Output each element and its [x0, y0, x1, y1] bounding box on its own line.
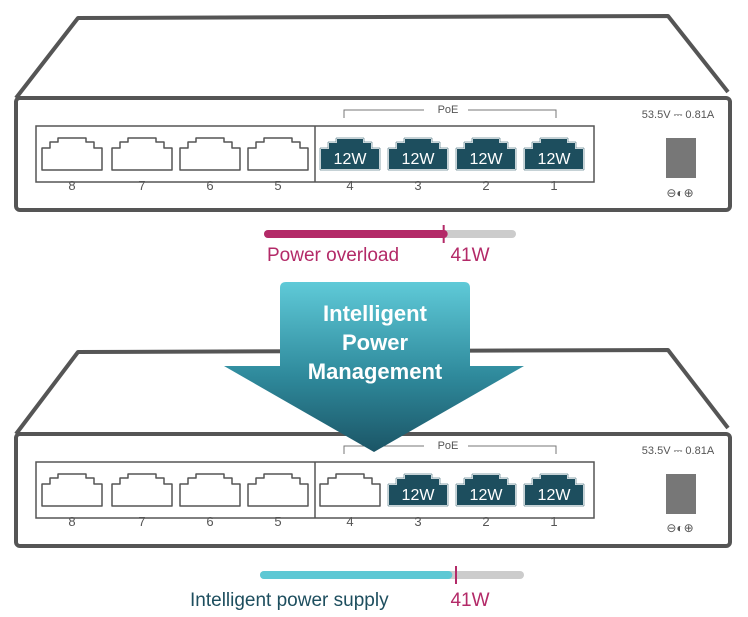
rj45-port-icon	[41, 473, 103, 507]
bottom-ports: 8 7 6 5 4 12W 3 12W 2 12W 1	[41, 473, 585, 529]
rj45-port-icon	[41, 137, 103, 171]
port-power-badge: 12W	[402, 151, 436, 168]
bottom-bar-limit-label: 41W	[450, 590, 489, 611]
port-frame	[387, 137, 449, 171]
rj45-port-8: 8	[41, 473, 103, 529]
rj45-port-3: 12W 3	[387, 137, 449, 193]
port-power-badge: 12W	[470, 487, 504, 504]
port-frame	[523, 137, 585, 171]
rj45-port-icon	[319, 473, 381, 507]
top-bar-label: Power overload	[267, 245, 399, 266]
top-dc-polarity-icon: ⊖◐⊕	[666, 186, 693, 200]
port-number: 1	[550, 514, 557, 529]
arrow-title-line-1: Intelligent	[323, 301, 428, 326]
rj45-port-1: 12W 1	[523, 137, 585, 193]
bottom-power-jack-icon	[666, 474, 696, 514]
port-frame	[455, 473, 517, 507]
port-number: 4	[346, 178, 353, 193]
rj45-port-icon	[111, 473, 173, 507]
rj45-port-icon	[247, 137, 309, 171]
port-number: 3	[414, 514, 421, 529]
rj45-port-2: 12W 2	[455, 137, 517, 193]
port-number: 5	[274, 178, 281, 193]
port-power-badge: 12W	[470, 151, 504, 168]
rj45-port-7: 7	[111, 473, 173, 529]
bottom-poe-label: PoE	[438, 440, 459, 452]
intelligent-power-arrow	[224, 282, 524, 452]
bottom-poe-bracket	[343, 445, 557, 454]
rj45-port-5: 5	[247, 137, 309, 193]
port-number: 7	[138, 178, 145, 193]
top-power-spec: 53.5V ⎓ 0.81A	[642, 109, 715, 121]
down-arrow-icon: Intelligent Power Management	[224, 282, 524, 452]
port-number: 7	[138, 514, 145, 529]
port-power-badge: 12W	[538, 151, 572, 168]
port-power-badge: 12W	[334, 151, 368, 168]
top-poe-bracket	[343, 109, 557, 118]
rj45-port-icon	[179, 473, 241, 507]
rj45-port-3: 12W 3	[387, 473, 449, 529]
bottom-bar-label: Intelligent power supply	[190, 590, 389, 611]
rj45-port-icon	[247, 473, 309, 507]
port-number: 6	[206, 514, 213, 529]
rj45-port-5: 5	[247, 473, 309, 529]
top-power-jack-icon	[666, 138, 696, 178]
rj45-port-2: 12W 2	[455, 473, 517, 529]
top-ports: 8 7 6 5 12W 4 12W 3 12W 2 12W 1	[41, 137, 585, 193]
port-number: 4	[346, 514, 353, 529]
port-power-badge: 12W	[538, 487, 572, 504]
rj45-port-1: 12W 1	[523, 473, 585, 529]
port-number: 8	[68, 178, 75, 193]
arrow-title-line-3: Management	[308, 359, 443, 384]
rj45-port-6: 6	[179, 137, 241, 193]
rj45-port-icon	[179, 137, 241, 171]
rj45-port-6: 6	[179, 473, 241, 529]
port-number: 5	[274, 514, 281, 529]
rj45-port-4: 12W 4	[319, 137, 381, 193]
port-number: 3	[414, 178, 421, 193]
rj45-port-4: 4	[319, 473, 381, 529]
top-bar-limit-label: 41W	[450, 245, 489, 266]
port-number: 2	[482, 178, 489, 193]
port-number: 1	[550, 178, 557, 193]
port-frame	[523, 473, 585, 507]
port-power-badge: 12W	[402, 487, 436, 504]
rj45-port-7: 7	[111, 137, 173, 193]
port-number: 2	[482, 514, 489, 529]
port-frame	[387, 473, 449, 507]
port-frame	[319, 137, 381, 171]
rj45-port-icon	[111, 137, 173, 171]
port-frame	[455, 137, 517, 171]
port-number: 6	[206, 178, 213, 193]
bottom-power-spec: 53.5V ⎓ 0.81A	[642, 445, 715, 457]
rj45-port-8: 8	[41, 137, 103, 193]
bottom-dc-polarity-icon: ⊖◐⊕	[666, 521, 693, 535]
top-poe-label: PoE	[438, 104, 459, 116]
arrow-title-line-2: Power	[342, 330, 408, 355]
top-switch-lid	[14, 14, 730, 100]
port-number: 8	[68, 514, 75, 529]
